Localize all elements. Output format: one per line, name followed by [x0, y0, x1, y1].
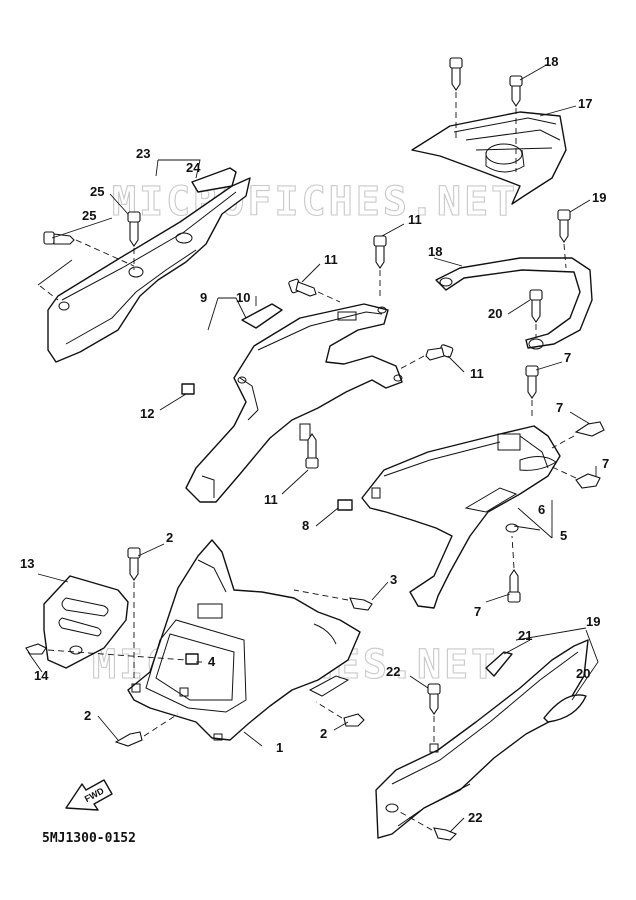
- callout-22-bottom: 22: [468, 810, 482, 825]
- callout-3: 3: [390, 572, 397, 587]
- screws-22: [399, 683, 457, 841]
- screw-16: [449, 57, 523, 172]
- clip-12: [181, 383, 195, 395]
- screws-2: [114, 547, 365, 747]
- callout-7-a: 7: [564, 350, 571, 365]
- callout-18-bottom: 20: [488, 306, 502, 321]
- callout-9: 9: [200, 290, 207, 305]
- callout-15: 17: [578, 96, 592, 111]
- cap-20: [543, 694, 587, 723]
- callout-11-a: 11: [408, 212, 422, 227]
- right-side-cover: [361, 425, 561, 609]
- callout-16: 18: [544, 54, 558, 69]
- screws-7: [507, 365, 605, 603]
- callout-17: 18: [428, 244, 442, 259]
- callout-11-c: 11: [470, 366, 484, 381]
- screws-11: [288, 235, 454, 469]
- side-panel-13: [43, 575, 129, 669]
- cap-part-24: [191, 167, 237, 193]
- bolt-25-angled: [43, 231, 135, 267]
- callout-23: 23: [136, 146, 150, 161]
- lower-rear-panel: [375, 639, 589, 839]
- callout-25-top: 25: [90, 184, 104, 199]
- under-side-cover: [185, 303, 403, 503]
- callout-22-top: 22: [386, 664, 400, 679]
- callout-21: 21: [518, 628, 532, 643]
- callout-25-bottom: 25: [82, 208, 96, 223]
- callout-10: 10: [236, 290, 250, 305]
- clip-8: [337, 499, 353, 511]
- callout-1: 1: [276, 740, 283, 755]
- callout-24: 24: [186, 160, 201, 175]
- callout-11-b: 11: [324, 252, 338, 267]
- callout-4: 4: [208, 654, 216, 669]
- screw-3: [293, 589, 373, 611]
- callout-5: 5: [560, 528, 567, 543]
- callout-12: 12: [140, 406, 154, 421]
- callout-20: 20: [576, 666, 590, 681]
- fwd-arrow-icon: FWD: [65, 779, 113, 811]
- callout-2-top: 2: [166, 530, 173, 545]
- callout-6: 6: [538, 502, 545, 517]
- insert-21: [485, 651, 513, 677]
- callout-18-top: 19: [592, 190, 606, 205]
- callout-11-d: 11: [264, 492, 278, 507]
- bolt-25-vertical: [127, 211, 141, 270]
- callout-8: 8: [302, 518, 309, 533]
- leader-lines: [27, 63, 599, 833]
- callout-7-d: 7: [474, 604, 481, 619]
- callout-19: 19: [586, 614, 600, 629]
- callout-7-c: 7: [602, 456, 609, 471]
- rear-top-cover: [411, 111, 567, 205]
- front-lower-cover: [127, 539, 361, 741]
- callout-2-left: 2: [84, 708, 91, 723]
- bolt-18: [529, 209, 571, 338]
- callout-2-right: 2: [320, 726, 327, 741]
- watermark-top: MICROFICHES.NET: [112, 179, 518, 225]
- grab-bar: [435, 257, 593, 350]
- callout-14: 14: [34, 668, 49, 683]
- side-rail-part: [47, 177, 251, 363]
- diagram-code: 5MJ1300-0152: [42, 831, 136, 846]
- callout-13: 13: [20, 556, 34, 571]
- piece-10: [241, 303, 283, 329]
- screw-14: [25, 643, 187, 661]
- callout-7-b: 7: [556, 400, 563, 415]
